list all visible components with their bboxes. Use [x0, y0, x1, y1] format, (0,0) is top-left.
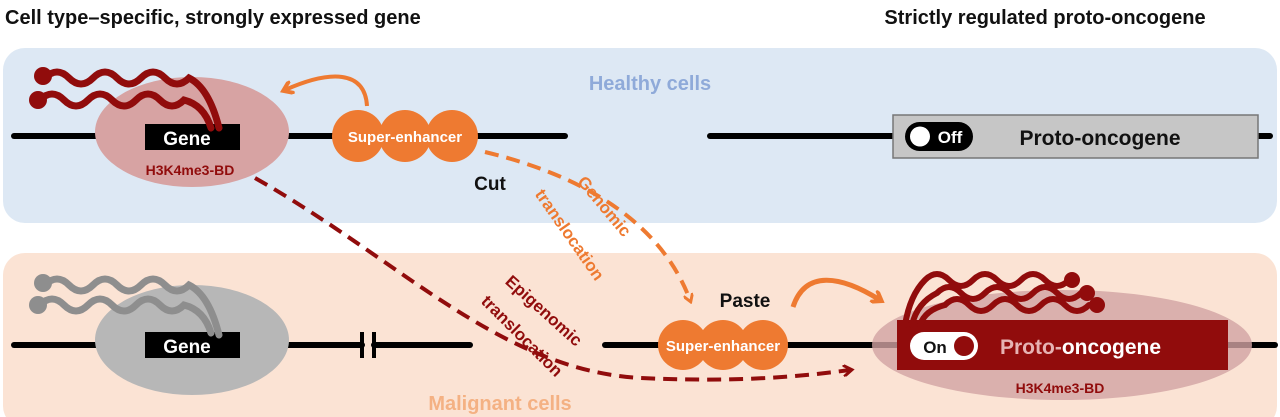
proto-oncogene-label: Proto-oncogene — [1020, 127, 1181, 150]
paste-label: Paste — [720, 291, 771, 312]
transcripts — [36, 68, 223, 132]
cut-label: Cut — [474, 174, 506, 195]
faded-transcripts — [36, 275, 223, 339]
healthy-label: Healthy cells — [589, 73, 711, 95]
transcripts — [902, 271, 1092, 328]
transcript-cap — [1089, 297, 1105, 313]
switch-knob — [910, 126, 930, 147]
healthy-panel — [3, 48, 1277, 223]
proto-prefix: Proto- — [1000, 336, 1062, 359]
gene-box — [145, 332, 240, 358]
right-title: Strictly regulated proto-oncogene — [884, 7, 1205, 29]
gene-box — [145, 124, 240, 150]
super-enhancer-label: Super-enhancer — [666, 338, 780, 355]
transcript-cap — [29, 296, 47, 314]
activation-arrow — [790, 277, 880, 308]
epigenomic-translocation-arrow — [254, 176, 850, 382]
malignant-label: Malignant cells — [428, 393, 571, 415]
left-title: Cell type–specific, strongly expressed g… — [5, 7, 421, 29]
transcript-cap — [29, 91, 47, 109]
super-enhancer — [658, 320, 788, 370]
oncogene-suffix: oncogene — [1062, 336, 1161, 359]
off-label: Off — [938, 128, 963, 147]
transcript-cap — [34, 67, 52, 85]
transcript-cap — [34, 274, 52, 292]
proto-oncogene-label: Proto-oncogene — [1000, 336, 1161, 359]
h3k4me3-label: H3K4me3-BD — [146, 162, 235, 178]
on-label: On — [923, 338, 947, 357]
switch-knob — [954, 336, 974, 356]
transcript-cap — [1064, 272, 1080, 288]
transcript-cap — [1079, 285, 1095, 301]
gene-label: Gene — [163, 129, 211, 150]
super-enhancer — [332, 110, 478, 162]
gene-label: Gene — [163, 337, 211, 358]
h3k4me3-label: H3K4me3-BD — [1016, 380, 1105, 396]
genomic-translocation-arrow — [484, 150, 690, 300]
super-enhancer-label: Super-enhancer — [348, 129, 462, 146]
activation-arrow — [285, 74, 369, 107]
